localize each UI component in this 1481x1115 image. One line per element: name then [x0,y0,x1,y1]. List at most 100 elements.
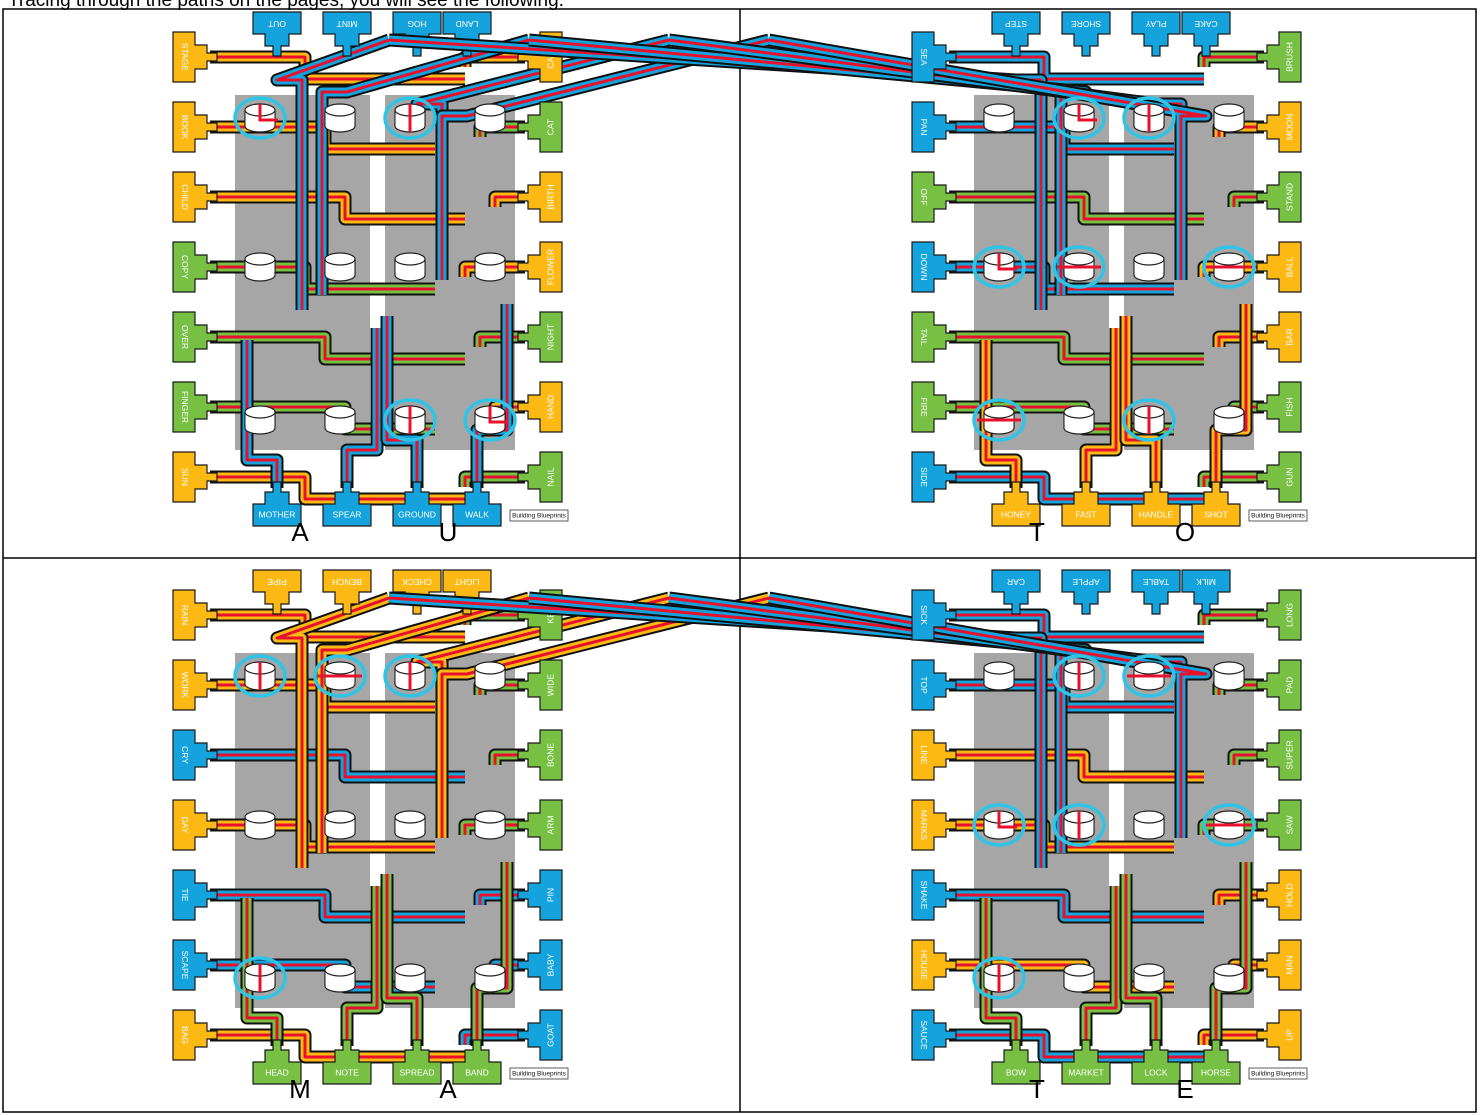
highlight-ring [972,956,1026,1000]
connector-label: HORSE [1201,1067,1232,1077]
svg-text:Building Blueprints: Building Blueprints [1251,513,1306,520]
connector-bottom-fast: FAST [1061,481,1111,527]
connector-left-cry: CRY [172,729,218,781]
connector-label: OFF [919,189,929,206]
connector-left-shake: SHAKE [911,869,957,921]
connector-right-long: LONG [1256,589,1302,641]
node-circled [972,956,1026,1000]
connector-label: CASE [545,45,555,68]
wire-left-6 [949,1028,1204,1064]
connector-label: MAN [1284,956,1294,975]
connector-label: HOLD [1284,883,1294,907]
connector-label: SAUCE [919,1020,929,1050]
connector-top-car: CAR [991,569,1041,615]
wire-left-2 [949,748,1204,784]
highlight-ring [1202,245,1256,289]
connector-label: MOON [1284,114,1294,140]
connector-label: MOTHER [259,509,296,519]
connector-label: LAND [456,19,479,29]
connector-bottom-head: HEAD [252,1039,302,1085]
answer-letter: A [439,1074,457,1104]
connector-label: HOUSE [919,950,929,981]
highlight-ring [383,398,437,442]
highlight-ring [383,96,437,140]
answer-letter: T [1029,517,1045,547]
node-circled [972,398,1026,442]
connector-left-marks: MARKS [911,799,957,851]
connector-label: PLAY [1145,19,1166,29]
connector-label: WORK [180,672,190,699]
connector-label: BRUSH [1284,42,1294,72]
connector-left-tie: TIE [172,869,218,921]
answer-letter: A [291,517,309,547]
node [324,963,356,993]
connector-label: SCAPE [180,951,190,980]
node-circled [233,654,287,698]
connector-label: SAW [1284,815,1294,834]
page-title: Tracing through the paths on the pages, … [8,0,564,11]
connector-label: BENCH [332,577,362,587]
node [474,103,506,133]
connector-label: NAIL [545,467,555,486]
connector-label: HANDLE [1139,509,1174,519]
wire-top-3 [767,591,1213,823]
connector-bottom-handle: HANDLE [1131,481,1181,527]
node-circled [972,803,1026,847]
connector-label: TAIL [919,328,929,346]
connector-label: FISH [1284,397,1294,416]
connector-bottom-lock: LOCK [1131,1039,1181,1085]
node [1133,252,1165,282]
connector-label: FLOWER [545,249,555,285]
connector-top-step: STEP [991,11,1041,57]
node [1213,661,1245,691]
building-blueprints-label: Building Blueprints [509,509,569,522]
connector-label: WIDE [545,674,555,697]
highlight-ring [972,398,1026,442]
connector-label: NIGHT [545,324,555,350]
connector-label: PIN [545,888,555,902]
connector-bottom-ground: GROUND [392,481,442,527]
connector-label: OUT [268,19,286,29]
node [324,252,356,282]
connector-label: TOP [919,676,929,694]
node [983,661,1015,691]
wire-top-0 [270,591,392,868]
svg-text:Building Blueprints: Building Blueprints [1251,1071,1306,1078]
highlight-ring [233,956,287,1000]
wire-right-2 [488,748,525,765]
connector-label: LOCK [1144,1067,1167,1077]
connector-right-bar: BAR [1256,311,1302,363]
wire-left-4 [949,330,1204,366]
highlight-ring [1052,654,1106,698]
connector-label: CRY [180,746,190,764]
highlight-ring [1052,245,1106,289]
building-blueprints-label: Building Blueprints [1248,509,1308,522]
node [244,405,276,435]
connector-right-gun: GUN [1256,451,1302,503]
connector-right-bone: BONE [517,729,563,781]
node [394,810,426,840]
connector-label: HOG [407,19,426,29]
node-circled [313,654,367,698]
connector-top-milk: MILK [1181,569,1231,615]
connector-right-nail: NAIL [517,451,563,503]
connector-right-wide: WIDE [517,659,563,711]
connector-label: WALK [465,509,489,519]
wire-top-0 [270,33,392,310]
connector-label: SPEAR [333,509,362,519]
node [324,810,356,840]
node [1213,405,1245,435]
building-blueprints-label: Building Blueprints [1248,1067,1308,1080]
connector-top-table: TABLE [1131,569,1181,615]
connector-bottom-spread: SPREAD [392,1039,442,1085]
node [1133,963,1165,993]
node-circled [1052,96,1106,140]
connector-label: SUPER [1284,740,1294,769]
node-circled [1122,398,1176,442]
node-mark [1077,104,1097,122]
wire-right-2 [488,190,525,207]
connector-left-finger: FINGER [172,381,218,433]
node-mark [488,406,508,424]
connector-label: TABLE [1143,577,1170,587]
